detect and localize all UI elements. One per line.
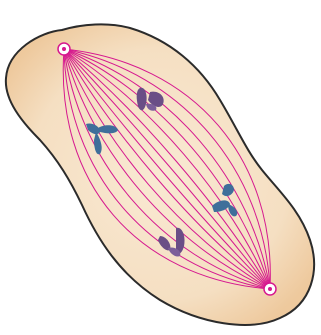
spindle-pole-upper [58, 43, 70, 55]
spindle-pole-lower [264, 283, 276, 295]
